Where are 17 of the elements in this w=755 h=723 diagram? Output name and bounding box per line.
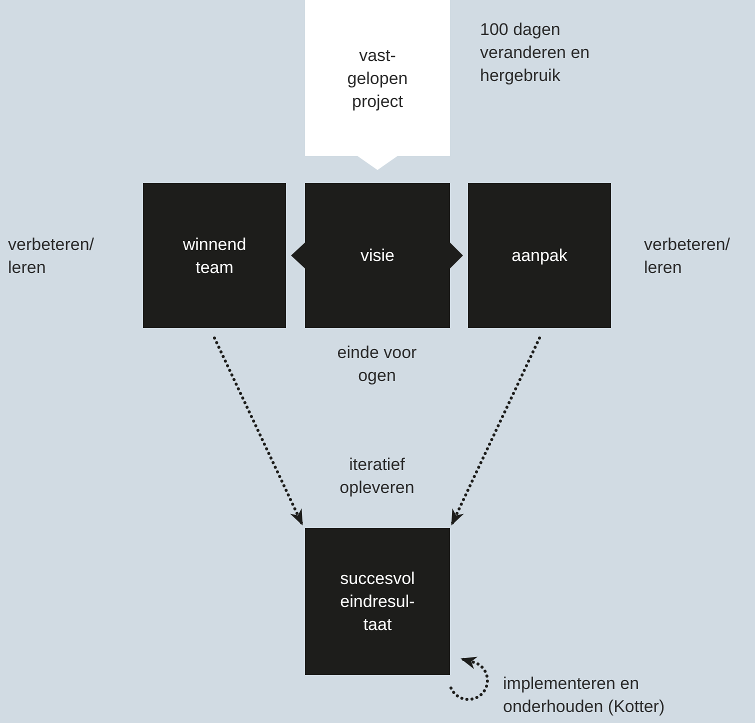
box-label: vast- gelopen project	[346, 44, 409, 112]
annotation-text: verbeteren/ leren	[644, 234, 731, 279]
box-label: aanpak	[510, 245, 568, 267]
annotation-text: iteratief opleveren	[338, 454, 416, 499]
chevron-arrow	[450, 242, 463, 268]
annotation-text: verbeteren/ leren	[8, 234, 95, 279]
box-label: visie	[359, 245, 396, 267]
annotation-text: einde voor ogen	[336, 342, 418, 387]
dotted-arrow	[213, 336, 304, 526]
dotted-arrow	[450, 336, 541, 526]
annotation-text: 100 dagen veranderen en hergebruik	[480, 19, 591, 87]
annotation-text: implementeren en onderhouden (Kotter)	[503, 673, 666, 718]
box-label: winnend team	[182, 234, 248, 278]
chevron-arrow	[291, 242, 305, 268]
box-label: succesvol eindresul- taat	[339, 568, 416, 636]
loop-arrow	[450, 656, 489, 701]
pointer-arrow	[358, 156, 398, 170]
